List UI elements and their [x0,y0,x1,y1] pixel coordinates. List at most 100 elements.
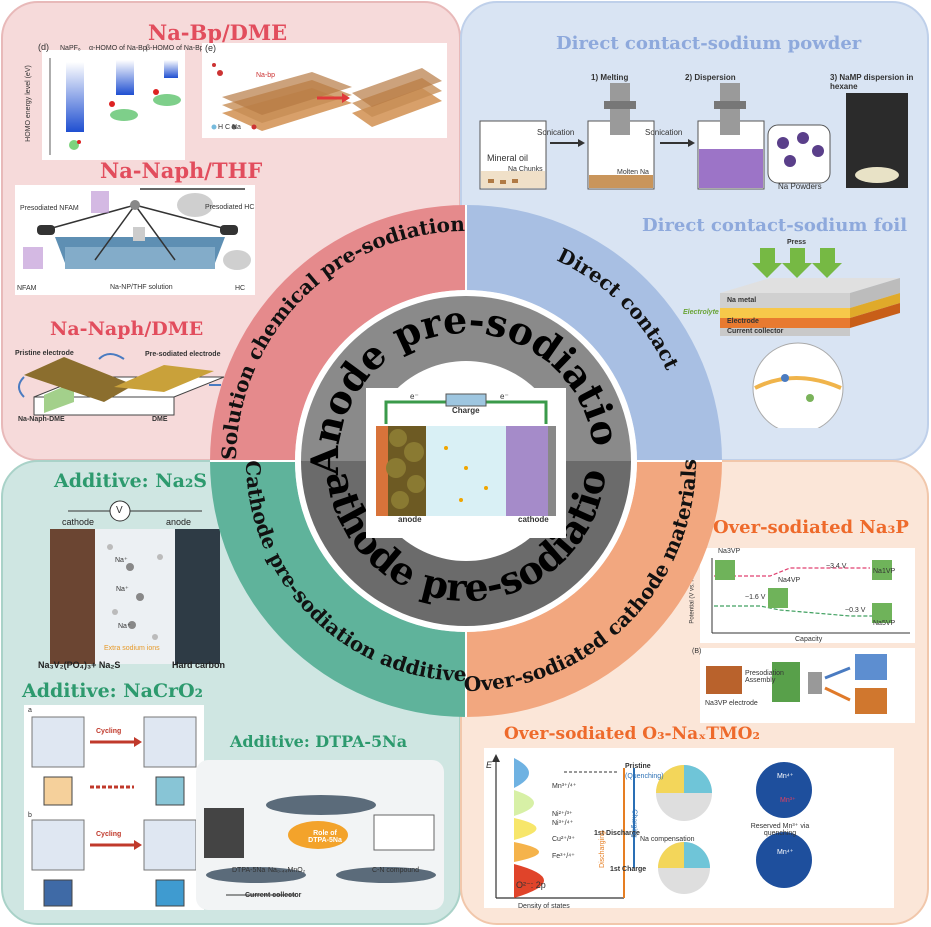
cycling-1: Cycling [96,728,122,735]
v-0-3: ~0.3 V [845,607,866,614]
na3vp-chart [700,548,915,643]
na-chunks: Na Chunks [508,166,543,173]
charge-label: Charge [452,406,480,415]
v-3-4: ~3.4 V [826,563,847,570]
presodiation-assembly: Presodiation Assembly [745,670,784,684]
hc-label: HC [235,285,246,292]
v-label: V [116,505,123,516]
nacro2-figure [24,705,204,910]
homo-col3: β-HOMO of Na-Bp [146,45,204,52]
cc-label: Current collector [245,892,302,899]
bl-title-dtpa: Additive: DTPA-5Na [230,732,408,751]
panel-b: b [28,812,32,819]
electron-left: e⁻ [410,392,419,401]
tl-title-naph-dme: Na-Naph/DME [50,318,204,340]
pristine-o3: Pristine [625,763,651,770]
role-dtpa: Role of DTPA-5Na [308,830,342,844]
nabp-graphite-figure [202,43,447,138]
presodiated-electrode: Pre-sodiated electrode [145,351,221,358]
charge-1: 1st Charge [610,866,647,873]
na2s-cathode: cathode [62,517,95,527]
tl-title-naph-thf: Na-Naph/THF [100,158,263,183]
nabp-label: Na-bp [256,72,276,79]
homo-col2: α-HOMO of Na-Bp [89,45,147,52]
electrolyte-label: Electrolyte [683,309,719,316]
br-title-o3: Over-sodiated O₃-NaₓTMO₂ [504,724,760,744]
molten-na: Molten Na [617,169,649,176]
na5vp: Na5VP [873,620,896,627]
homo-bar-3 [164,60,178,78]
nvp-na2s: Na₃V₂(PO₄)₃+ Na₂S [38,660,121,670]
o3-energy-figure [484,748,894,908]
na3vp-electrode: Na3VP electrode [705,700,758,707]
tr-title-powder: Direct contact-sodium powder [556,33,862,54]
current-collector-label: Current collector [727,328,784,335]
electrode-label: Electrode [727,318,759,325]
nfam-label: NFAM [17,285,37,292]
tr-title-foil: Direct contact-sodium foil [642,215,908,236]
na-ion-1: Na⁺ [115,557,128,564]
na-ion-2: Na⁺ [116,586,129,593]
ni34: Ni³⁺/⁴⁺ [552,820,574,827]
electron-right: e⁻ [500,392,509,401]
presodiated-hc: Presodiated HC [205,204,255,211]
step2: 2) Dispersion [685,73,736,82]
na-ion-3: Na⁺ [118,623,131,630]
na2s-anode: anode [166,517,192,527]
naph-dme-figure [18,353,225,416]
na-comp: Na compensation [640,836,695,843]
na3vp-assembly-figure [700,648,915,723]
presodiated-nfam: Presodiated NFAM [20,205,79,212]
pristine-electrode: Pristine electrode [15,350,74,357]
panel-a: a [28,707,32,714]
mn4-bottom: Mn⁴⁺ [777,849,794,856]
cathode-label: cathode [518,515,549,524]
anode-label: anode [398,515,422,524]
br-title-na3p: Over-sodiated Na₃P [713,517,909,538]
dos-label: Density of states [518,903,570,910]
cycling-2: Cycling [96,831,122,838]
v-1-6: ~1.6 V [745,594,766,601]
na-powders: Na Powders [778,182,822,191]
reserved-mn: Reserved Mn³⁺ via quenching [750,823,810,837]
na-metal: Na metal [727,297,757,304]
legend-e: H C Na [218,124,241,131]
homo-bar-1 [66,62,84,132]
cn-label: C-N compound [372,867,420,874]
powder-process-figure [479,83,908,190]
naph-dme-label: Na-Naph-DME [18,416,65,423]
panel-b-label: (B) [692,648,702,655]
center-cell-figure [366,388,566,538]
dme-label: DME [152,416,168,423]
ni23: Ni²⁺/³⁺ [552,811,573,818]
hard-carbon: Hard carbon [172,660,226,670]
dtpa-label: DTPA-5Na [232,867,266,874]
mineral-oil: Mineral oil [487,153,529,163]
homo-chart [42,50,185,160]
quenching: (Quenching) [625,773,664,780]
dtpa-figure [196,760,444,910]
step3: 3) NaMP dispersion in hexane [830,73,914,91]
discharge-1: 1st Discharge [594,830,640,837]
press-label: Press [787,239,807,246]
foil-figure [720,248,900,428]
e-axis: E [486,760,493,770]
panel-d-label: (d) [38,42,49,52]
tl-title-nabp: Na-Bp/DME [148,20,288,45]
bl-title-na2s: Additive: Na₂S [54,470,208,492]
fe34: Fe³⁺/⁴⁺ [552,853,575,860]
naph-thf-figure [15,185,255,295]
solution-label: Na-NP/THF solution [110,284,173,291]
mn34: Mn³⁺/⁴⁺ [552,783,577,790]
mn3-top: Mn³⁺ [780,797,796,804]
homo-col1: NaPF₆ [60,45,81,52]
mn4-top: Mn⁴⁺ [777,773,794,780]
o2p: O²⁻: 2p [516,880,546,890]
panel-e-label: (e) [205,43,216,53]
bl-title-nacro2: Additive: NaCrO₂ [22,680,203,702]
capacity-label: Capacity [795,636,823,643]
na1vp: Na1VP [873,568,896,575]
step1: 1) Melting [591,73,629,82]
na4vp: Na4VP [778,577,801,584]
sonication-2: Sonication [645,128,683,137]
